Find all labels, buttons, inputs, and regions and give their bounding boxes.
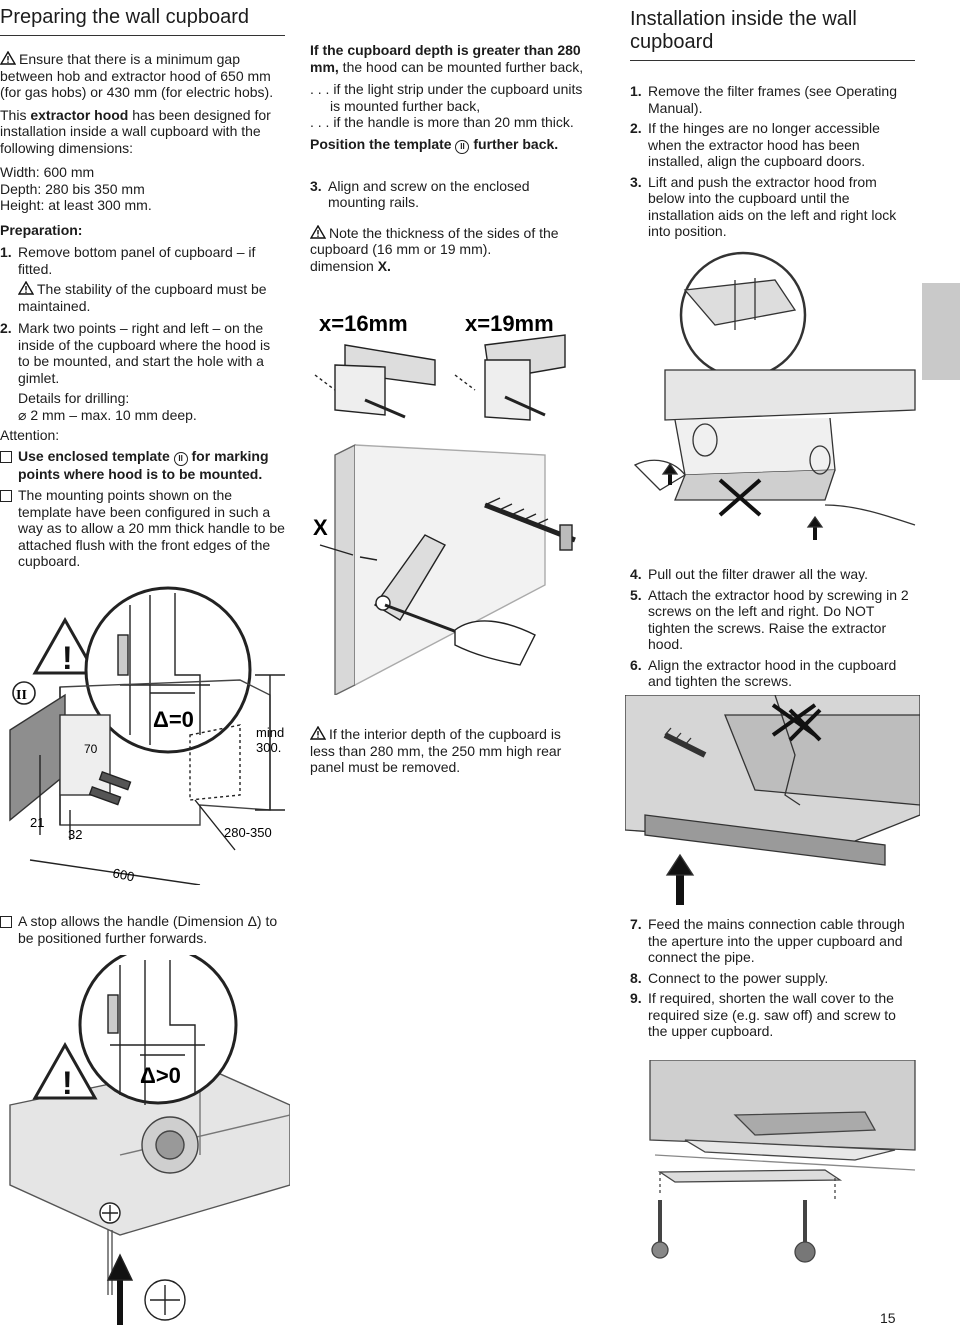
drilling-detail: ⌀ 2 mm – max. 10 mm deep. bbox=[18, 406, 197, 423]
fig1-roman-label: II bbox=[16, 688, 27, 703]
fig1-mind-label: mind bbox=[256, 725, 284, 740]
dimension-width: Width: 600 mm bbox=[0, 164, 95, 180]
drilling-label: Details for drilling: bbox=[18, 390, 130, 406]
fig1-dim-21: 21 bbox=[30, 815, 44, 830]
svg-text:!: ! bbox=[62, 1065, 73, 1101]
install-step: 3.Lift and push the extractor hood from … bbox=[630, 173, 897, 240]
warning-icon bbox=[310, 224, 326, 239]
template-symbol-icon: II bbox=[173, 451, 188, 466]
install-step: 9.If required, shorten the wall cover to… bbox=[630, 990, 896, 1039]
section-title-rule: Preparing the wall cupboard bbox=[0, 6, 285, 36]
wall-cover-diagram bbox=[649, 1060, 916, 1263]
step-2: 2.Mark two points – right and left – on … bbox=[0, 320, 271, 386]
interior-depth-note: If the interior depth of the cupboard is… bbox=[310, 726, 562, 775]
hood-lift-diagram bbox=[633, 251, 916, 540]
column-left: Preparing the wall cupboard Ensure that … bbox=[0, 6, 285, 570]
bullet-template: Use enclosed template II for marking poi… bbox=[0, 448, 285, 483]
install-step: 7.Feed the mains connection cable throug… bbox=[630, 916, 905, 965]
section-title: Preparing the wall cupboard bbox=[0, 6, 250, 28]
side-thickness-note: Note the thickness of the sides of the c… bbox=[310, 224, 559, 274]
checkbox-bullet-icon bbox=[0, 916, 12, 928]
warning-icon bbox=[310, 726, 326, 740]
handle-text: . . . if the handle is more than 20 mm t… bbox=[310, 114, 574, 130]
fig1-dim-32: 32 bbox=[68, 827, 82, 842]
column-middle: If the cupboard depth is greater than 28… bbox=[310, 42, 585, 274]
install-steps-1-3: 1.Remove the filter frames (see Operatin… bbox=[630, 83, 915, 240]
attention-label: Attention: bbox=[0, 427, 60, 443]
install-title: Installation inside the wall cupboard bbox=[630, 8, 857, 53]
deep-cupboard-text: If the cupboard depth is greater than 28… bbox=[310, 42, 584, 75]
bullet-handle-stop: A stop allows the handle (Dimension Δ) t… bbox=[0, 913, 285, 946]
bullet-mounting-points: The mounting points shown on the templat… bbox=[0, 487, 285, 570]
light-strip-text: . . . if the light strip under the cupbo… bbox=[310, 81, 583, 114]
install-steps-7-9: 7.Feed the mains connection cable throug… bbox=[630, 916, 915, 1040]
fig2-delta-label: Δ>0 bbox=[140, 1063, 181, 1088]
x-dimension-label: X bbox=[313, 515, 328, 540]
install-step: 1.Remove the filter frames (see Operatin… bbox=[630, 83, 897, 116]
checkbox-bullet-icon bbox=[0, 450, 12, 463]
svg-text:!: ! bbox=[62, 640, 73, 676]
intro-text: This extractor hood has been designed fo… bbox=[0, 106, 271, 156]
position-template-text: Position the template II further back. bbox=[310, 135, 559, 154]
cupboard-drilling-diagram: ! II Δ=0 mind 300. 70 21 32 280-350 600 bbox=[9, 586, 285, 885]
fig1-dim-600: 600 bbox=[111, 865, 135, 884]
gap-warning: Ensure that there is a minimum gap betwe… bbox=[0, 51, 285, 101]
install-steps-4-6: 4.Pull out the filter drawer all the way… bbox=[630, 566, 915, 690]
warning-icon bbox=[18, 281, 34, 295]
install-step: 8.Connect to the power supply. bbox=[630, 969, 829, 986]
template-symbol-icon: II bbox=[455, 139, 470, 154]
checkbox-bullet-icon bbox=[0, 490, 12, 502]
gap-warning-text: Ensure that there is a minimum gap betwe… bbox=[0, 51, 274, 100]
install-step: 4.Pull out the filter drawer all the way… bbox=[630, 566, 868, 582]
fig1-delta-label: Δ=0 bbox=[153, 707, 194, 732]
fig1-dim-70: 70 bbox=[84, 742, 98, 756]
fig1-mind-value: 300. bbox=[256, 740, 281, 755]
page-tab-marker bbox=[922, 283, 960, 380]
handle-stop-diagram: ! Δ>0 bbox=[9, 955, 290, 1325]
install-step: 6.Align the extractor hood in the cupboa… bbox=[630, 656, 897, 690]
step-3: 3.Align and screw on the enclosed mounti… bbox=[310, 177, 530, 211]
fig1-dim-280-350: 280-350 bbox=[224, 825, 272, 840]
install-step: 5.Attach the extractor hood by screwing … bbox=[630, 586, 909, 653]
hood-screw-diagram bbox=[625, 695, 920, 905]
install-step: 2.If the hinges are no longer accessible… bbox=[630, 120, 880, 169]
x16-label: x=16mm bbox=[319, 311, 408, 336]
page-number: 15 bbox=[880, 1310, 896, 1326]
warning-icon bbox=[0, 51, 16, 65]
mounting-rail-diagram: x=16mm x=19mm X bbox=[313, 311, 576, 695]
preparation-heading: Preparation: bbox=[0, 221, 83, 238]
x19-label: x=19mm bbox=[465, 311, 554, 336]
step-1: 1.Remove bottom panel of cupboard – if f… bbox=[0, 244, 256, 277]
column-right: Installation inside the wall cupboard 1.… bbox=[630, 8, 915, 240]
dimension-depth: Depth: 280 bis 350 mm bbox=[0, 180, 145, 197]
dimension-height: Height: at least 300 mm. bbox=[0, 197, 152, 213]
stability-warning: The stability of the cupboard must be ma… bbox=[18, 281, 267, 314]
install-title-rule: Installation inside the wall cupboard bbox=[630, 8, 915, 61]
